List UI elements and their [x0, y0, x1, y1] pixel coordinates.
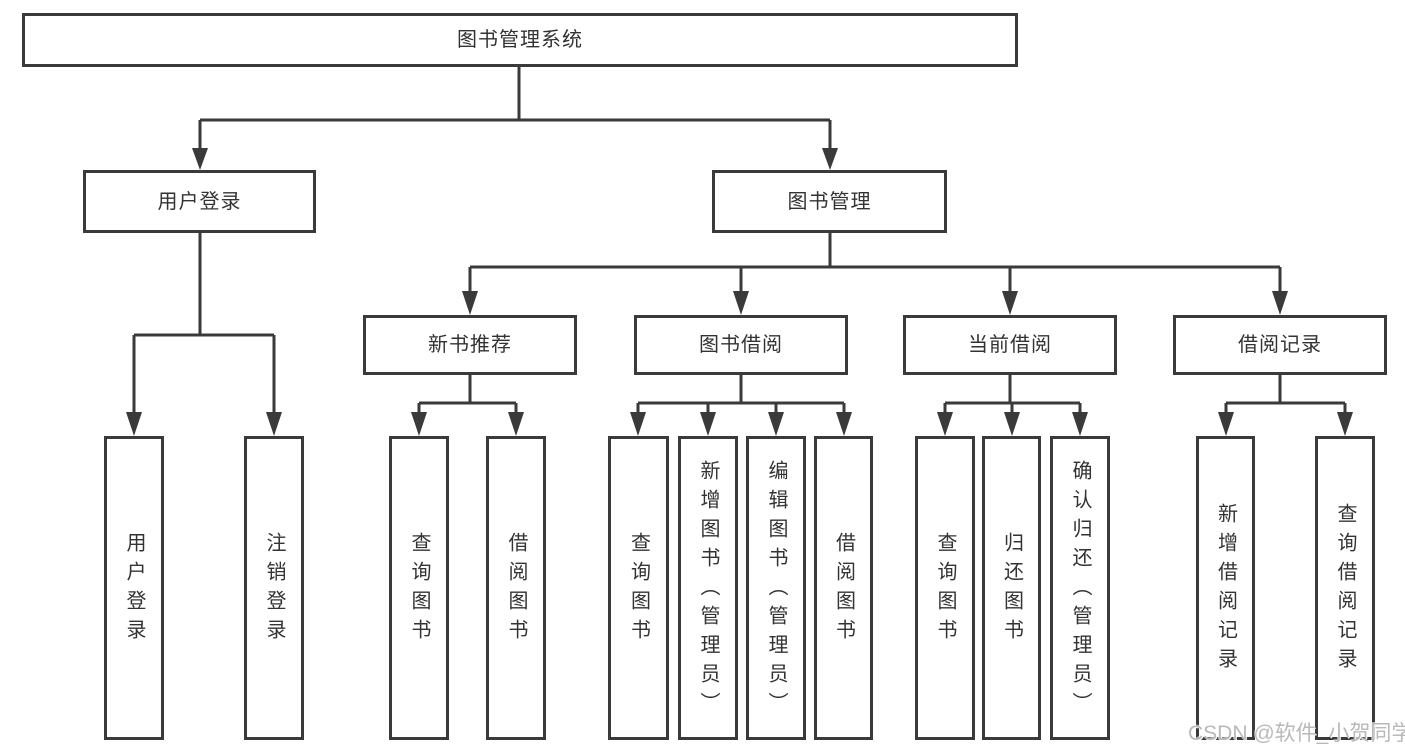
leaf-return-books: 归还图书	[982, 436, 1041, 740]
arrowhead-icon	[937, 412, 953, 436]
leaf-borrow-books-2: 借阅图书	[814, 436, 873, 740]
arrowhead-icon	[462, 291, 478, 315]
leaf-borrow-books-1: 借阅图书	[486, 436, 546, 740]
arrowhead-icon	[1004, 412, 1020, 436]
connector	[198, 120, 832, 150]
arrowhead-icon	[1218, 412, 1234, 436]
node-new-book-recommend: 新书推荐	[363, 315, 577, 375]
arrowhead-icon	[1337, 412, 1353, 436]
connector	[132, 233, 276, 414]
arrowhead-icon	[768, 412, 784, 436]
arrowhead-icon	[126, 412, 142, 436]
leaf-add-borrow-record: 新增借阅记录	[1196, 436, 1255, 740]
arrowhead-icon	[630, 412, 646, 436]
connector	[1224, 375, 1347, 414]
leaf-logout: 注销登录	[244, 436, 304, 740]
arrowhead-icon	[700, 412, 716, 436]
leaf-user-login: 用户登录	[104, 436, 164, 740]
node-user-login: 用户登录	[83, 170, 316, 233]
arrowhead-icon	[1002, 291, 1018, 315]
node-current-borrow: 当前借阅	[903, 315, 1117, 375]
node-root: 图书管理系统	[22, 13, 1018, 67]
leaf-edit-book-admin: 编辑图书（管理员）	[746, 436, 806, 740]
arrowhead-icon	[1272, 291, 1288, 315]
leaf-query-borrow-record: 查询借阅记录	[1315, 436, 1375, 740]
connector	[417, 375, 518, 414]
connector	[943, 375, 1082, 414]
leaf-confirm-return-admin: 确认归还（管理员）	[1050, 436, 1110, 740]
node-borrow-records: 借阅记录	[1173, 315, 1387, 375]
arrowhead-icon	[822, 148, 838, 170]
arrowhead-icon	[836, 412, 852, 436]
arrowhead-icon	[411, 412, 427, 436]
connector	[468, 233, 1282, 293]
connector	[200, 67, 830, 122]
arrowhead-icon	[192, 148, 208, 170]
arrowhead-icon	[733, 291, 749, 315]
connector	[636, 375, 846, 414]
leaf-query-books-1: 查询图书	[389, 436, 449, 740]
arrowhead-icon	[266, 412, 282, 436]
node-book-management: 图书管理	[712, 170, 947, 233]
leaf-query-books-2: 查询图书	[608, 436, 669, 740]
arrowhead-icon	[1072, 412, 1088, 436]
node-book-borrow: 图书借阅	[634, 315, 848, 375]
leaf-query-books-3: 查询图书	[915, 436, 975, 740]
leaf-add-book-admin: 新增图书（管理员）	[678, 436, 738, 740]
csdn-watermark: CSDN @软件_小贺同学	[1188, 722, 1405, 745]
arrowhead-icon	[508, 412, 524, 436]
